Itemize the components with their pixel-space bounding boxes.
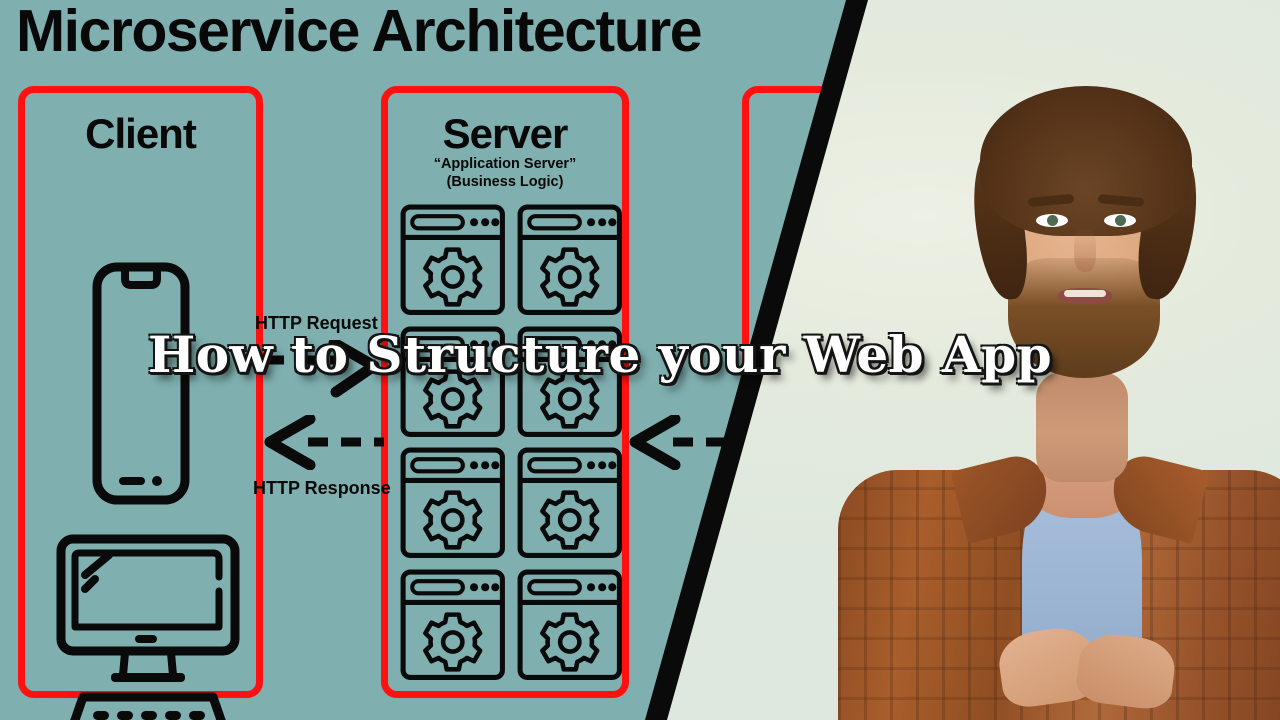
- server-column: Server “Application Server” (Business Lo…: [381, 86, 629, 698]
- gear-icon: [539, 368, 599, 429]
- pupil-left: [1047, 215, 1058, 226]
- server-subtitle-1: “Application Server”: [433, 156, 577, 172]
- server-instance-card: [400, 447, 505, 558]
- gear-icon: [539, 611, 599, 672]
- gear-icon: [539, 247, 599, 307]
- server-instance-card: [400, 204, 505, 315]
- nose: [1074, 228, 1096, 272]
- server-instance-grid: [399, 203, 623, 681]
- gear-icon: [423, 368, 483, 429]
- server-instance-card: [517, 326, 622, 437]
- hair: [980, 86, 1192, 236]
- database-response-arrow: [629, 415, 752, 470]
- beard: [1008, 258, 1160, 378]
- overlay-headline: How to Structure your Web App: [148, 325, 1053, 384]
- server-subtitle-2: (Business Logic): [446, 174, 564, 190]
- http-response-label: HTTP Response: [253, 478, 391, 498]
- gear-icon: [423, 611, 483, 672]
- page-title: Microservice Architecture: [16, 0, 703, 64]
- http-request-arrow: [264, 340, 380, 398]
- server-instance-card: [517, 447, 622, 558]
- server-instance-card: [400, 326, 505, 437]
- gear-icon: [539, 490, 599, 550]
- client-column: Client: [18, 86, 263, 720]
- server-instance-card: [400, 569, 505, 680]
- server-instance-card: [517, 569, 622, 680]
- pupil-right: [1115, 215, 1126, 226]
- neck: [1036, 372, 1128, 482]
- gear-icon: [423, 490, 483, 550]
- client-title: Client: [85, 110, 197, 157]
- http-response-arrow: [264, 415, 384, 470]
- desktop-computer-icon: [56, 534, 240, 720]
- server-instance-card: [517, 204, 622, 315]
- gear-icon: [423, 247, 483, 307]
- smartphone-icon: [92, 262, 190, 505]
- server-title: Server: [442, 110, 569, 157]
- teeth: [1064, 290, 1106, 297]
- http-request-label: HTTP Request: [255, 313, 378, 333]
